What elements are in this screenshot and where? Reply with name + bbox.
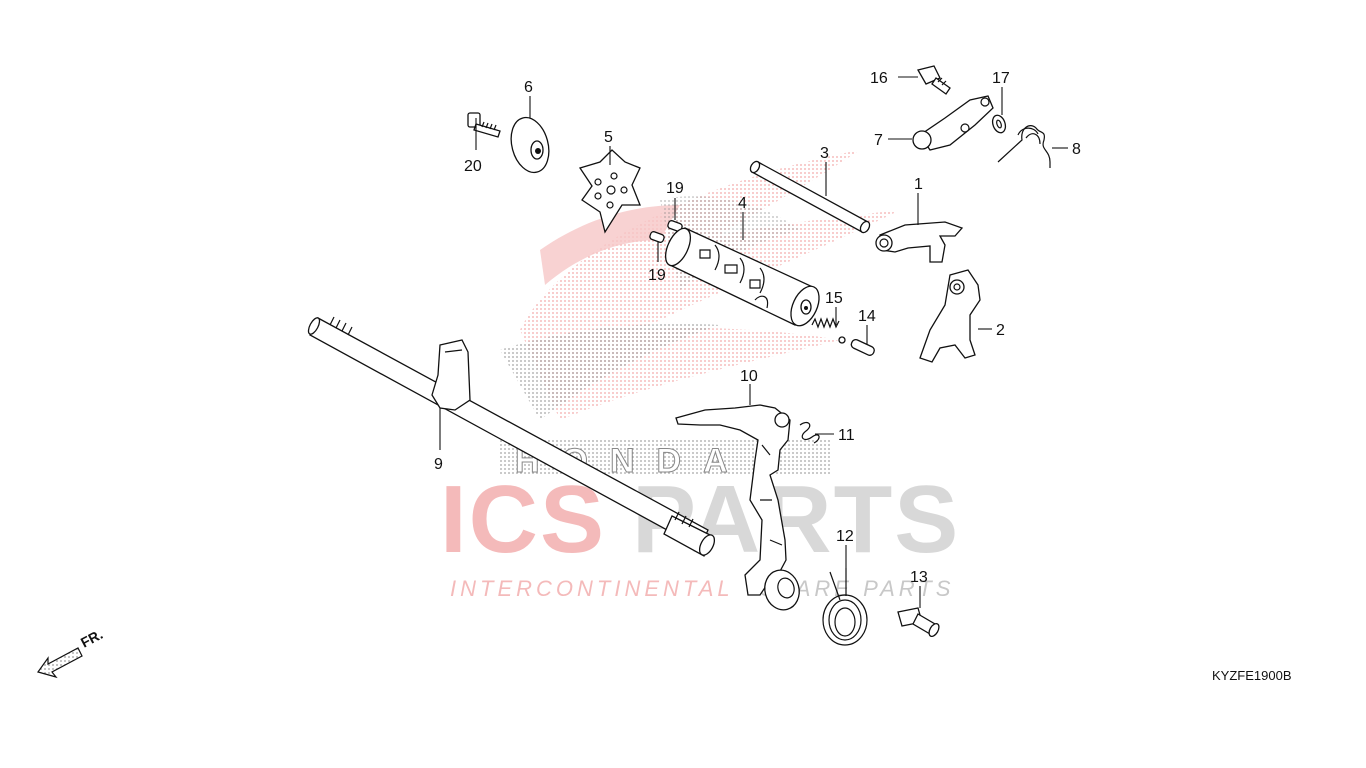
part-11-spring[interactable]	[799, 421, 820, 444]
callout-13[interactable]: 13	[910, 569, 928, 586]
part-8-spring[interactable]	[997, 125, 1051, 168]
watermark-sub-red: INTERCONTINENTAL	[450, 576, 734, 601]
part-19-pin-lower[interactable]	[649, 231, 665, 243]
callout-numbers: 20 6 5 19 19 4 3 1 2 15 14 16 17 7 8 9 1…	[434, 70, 1081, 586]
leader-lines	[439, 76, 1068, 608]
callout-7[interactable]: 7	[874, 132, 883, 149]
front-direction-indicator: FR.	[37, 626, 105, 679]
part-17-washer[interactable]	[990, 113, 1007, 134]
callout-3[interactable]: 3	[820, 145, 829, 162]
part-16-bolt[interactable]	[917, 65, 951, 95]
part-14-pin[interactable]	[850, 338, 876, 356]
part-2-shift-fork[interactable]	[919, 269, 981, 363]
callout-14[interactable]: 14	[858, 308, 876, 325]
part-7-stopper-arm[interactable]	[912, 95, 994, 151]
callout-19-upper[interactable]: 19	[666, 180, 684, 197]
part-10-gearshift-arm[interactable]	[675, 404, 804, 614]
part-1-shift-fork[interactable]	[875, 221, 964, 263]
callout-1[interactable]: 1	[914, 176, 923, 193]
callout-10[interactable]: 10	[740, 368, 758, 385]
front-arrow-icon	[37, 647, 83, 679]
part-3-fork-shaft[interactable]	[749, 160, 872, 234]
part-6-plate[interactable]	[505, 113, 554, 176]
callout-5[interactable]: 5	[604, 129, 613, 146]
callout-2[interactable]: 2	[996, 322, 1005, 339]
callout-20[interactable]: 20	[464, 158, 482, 175]
part-15-spring[interactable]	[811, 317, 846, 344]
callout-19-lower[interactable]: 19	[648, 267, 666, 284]
watermark: HONDA ICS PARTS INTERCONTINENTAL SPARE P…	[440, 150, 958, 601]
callout-11[interactable]: 11	[838, 427, 855, 444]
callout-12[interactable]: 12	[836, 528, 854, 545]
part-13-pin-bolt[interactable]	[897, 607, 941, 638]
callout-8[interactable]: 8	[1072, 141, 1081, 158]
callout-17[interactable]: 17	[992, 70, 1010, 87]
callout-6[interactable]: 6	[524, 79, 533, 96]
callout-4[interactable]: 4	[738, 195, 747, 212]
part-9-gearshift-spindle[interactable]	[306, 316, 717, 557]
front-label: FR.	[78, 626, 105, 651]
callout-9[interactable]: 9	[434, 456, 443, 473]
callout-15[interactable]: 15	[825, 290, 843, 307]
part-5-star-plate[interactable]	[578, 149, 641, 234]
watermark-ics: ICS	[440, 466, 606, 573]
part-12-return-spring[interactable]	[822, 568, 868, 646]
part-20-bolt[interactable]	[467, 112, 501, 138]
callout-16[interactable]: 16	[870, 70, 888, 87]
part-4-shift-drum[interactable]	[660, 225, 824, 330]
diagram-code: KYZFE1900B	[1212, 668, 1292, 683]
